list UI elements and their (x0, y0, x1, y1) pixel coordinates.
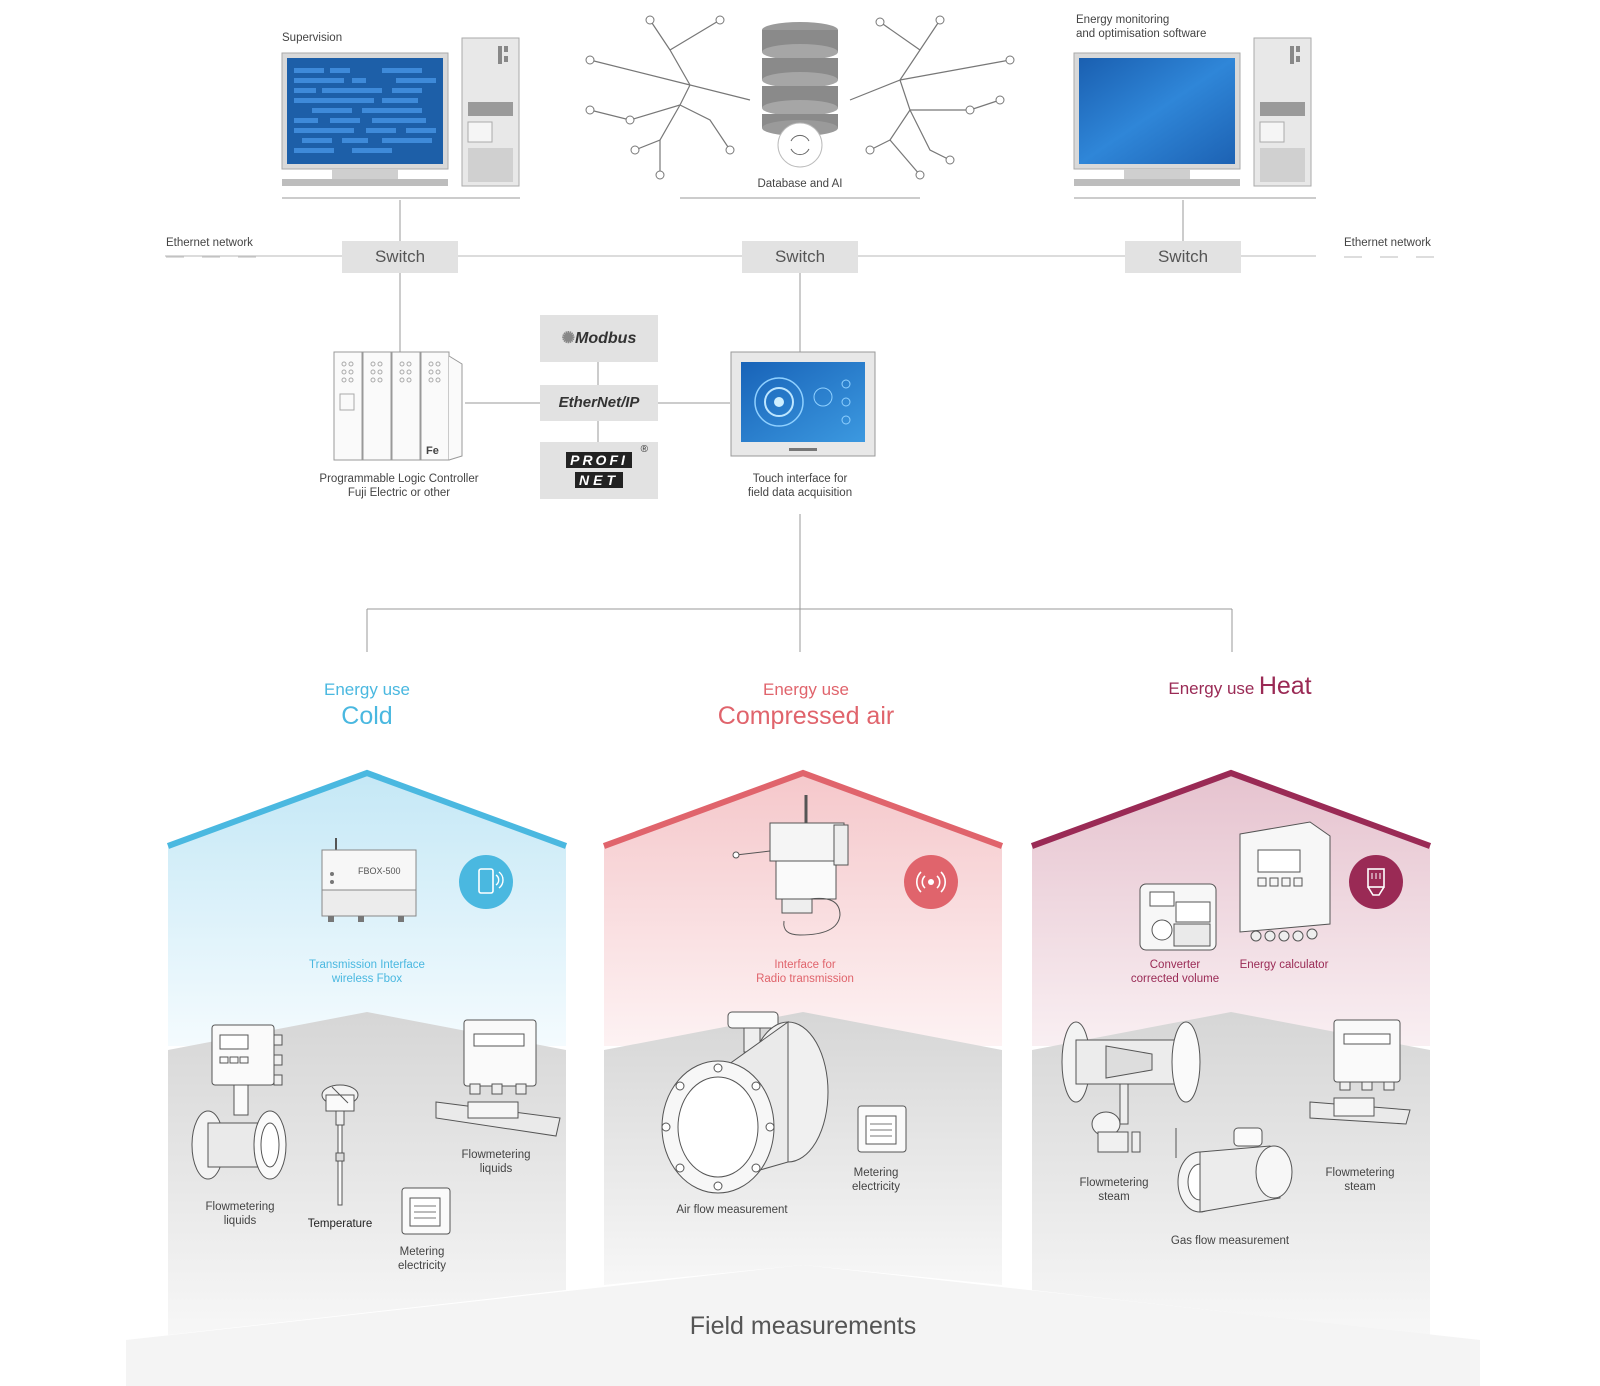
fbox-text: FBOX-500 (358, 866, 401, 876)
cold-metering-electricity (401, 1187, 451, 1235)
cold-flowmetering-liquids-right-label: Flowmetering liquids (461, 1149, 531, 1175)
radio-wave-icon (904, 855, 958, 909)
field-measurements-title: Field measurements (689, 1312, 917, 1340)
ethernet-network-left-label: Ethernet network (166, 237, 253, 249)
profinet-line1: PROFI (566, 452, 632, 468)
heat-energy-use-label: Energy use (1168, 679, 1255, 698)
touch-panel (730, 351, 876, 457)
touch-interface-label: Touch interface for field data acquisiti… (747, 473, 853, 499)
energy-monitoring-computer (1073, 37, 1312, 187)
heat-flowmetering-steam-right-label: Flowmetering steam (1325, 1167, 1395, 1193)
plc-device: Fe (333, 351, 463, 461)
ethernetip-protocol-logo: EtherNet/IP (540, 385, 658, 421)
supervision-label: Supervision (282, 32, 343, 44)
switch-center: Switch (742, 241, 858, 273)
modbus-gear-icon: ✺ (561, 330, 576, 347)
heat-heading: Energy use Heat (1140, 672, 1340, 701)
switch-energy-software: Switch (1125, 241, 1241, 273)
cold-flowmetering-liquids-left-label: Flowmetering liquids (205, 1201, 275, 1227)
air-energy-use-label: Energy use (763, 680, 849, 699)
cold-flowmeter-liquids-right (435, 1019, 561, 1137)
modbus-protocol-logo: ✺Modbus (540, 315, 658, 362)
cold-title: Cold (341, 702, 393, 730)
ethernet-plug-icon (1349, 855, 1403, 909)
heat-title: Heat (1258, 672, 1312, 700)
energy-software-label: Energy monitoring and optimisation softw… (1076, 14, 1207, 40)
converter-label: Converter corrected volume (1130, 959, 1220, 985)
modbus-text: Modbus (575, 330, 637, 347)
mobile-phone-icon (459, 855, 513, 909)
plc-label: Programmable Logic Controller Fuji Elect… (319, 473, 479, 499)
temperature-label: Temperature (307, 1218, 373, 1230)
database-tree-diagram (585, 15, 1015, 180)
air-flow-measurement-label: Air flow measurement (676, 1204, 788, 1216)
profinet-protocol-logo: PROFI NET ® (540, 442, 658, 499)
energy-calculator-device (1239, 821, 1331, 942)
heat-flowmetering-steam-left-label: Flowmetering steam (1079, 1177, 1149, 1203)
svg-text:Fe: Fe (426, 445, 439, 457)
database-label: Database and AI (757, 178, 843, 190)
switch-supervision: Switch (342, 241, 458, 273)
cold-energy-use-label: Energy use (324, 680, 410, 699)
energy-calculator-label: Energy calculator (1239, 959, 1329, 971)
supervision-computer (281, 37, 520, 187)
air-title: Compressed air (717, 702, 895, 730)
cold-flowmeter-liquids-left (191, 1024, 287, 1180)
ethernet-network-right-label: Ethernet network (1344, 237, 1431, 249)
cold-device-label: Transmission Interface wireless Fbox (309, 959, 425, 985)
gas-flow-meter (1175, 1127, 1293, 1213)
air-metering-electricity-label: Metering electricity (852, 1167, 900, 1193)
air-flow-meter (661, 1011, 829, 1194)
air-device-label: Interface for Radio transmission (756, 959, 854, 985)
fbox-device: FBOX-500 (321, 838, 417, 922)
air-metering-electricity (857, 1105, 907, 1153)
gas-flow-measurement-label: Gas flow measurement (1170, 1235, 1290, 1247)
profinet-registered: ® (640, 444, 648, 455)
profinet-line2: NET (575, 472, 623, 488)
heat-steam-flowmeter-right (1309, 1019, 1411, 1125)
cold-metering-electricity-label: Metering electricity (398, 1246, 446, 1272)
radio-interface-device (732, 795, 849, 936)
converter-device (1139, 883, 1217, 951)
heat-steam-flowmeter-left (1061, 1021, 1201, 1153)
temperature-sensor (321, 1084, 359, 1206)
